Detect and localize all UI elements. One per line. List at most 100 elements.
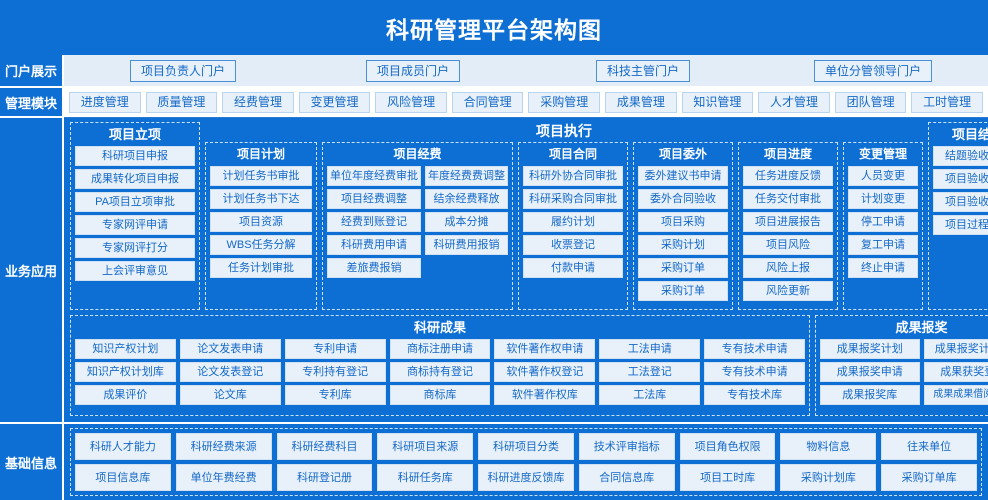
tile-专利持有登记[interactable]: 专利持有登记 [284, 362, 386, 382]
tile-成果转化项目申报[interactable]: 成果转化项目申报 [75, 169, 195, 189]
tile-项目验收成果[interactable]: 项目验收成果 [933, 192, 988, 212]
tile-项目经费调整[interactable]: 项目经费调整 [327, 189, 421, 209]
tile-技术评审指标[interactable]: 技术评审指标 [578, 433, 675, 460]
tile-专有技术申请[interactable]: 专有技术申请 [704, 362, 806, 382]
tile-结余经费释放[interactable]: 结余经费释放 [425, 189, 508, 209]
tile-科研费用申请[interactable]: 科研费用申请 [327, 235, 421, 255]
tile-科研人才能力[interactable]: 科研人才能力 [75, 433, 171, 460]
tile-项目工时库[interactable]: 项目工时库 [679, 464, 776, 491]
tile-成果评价[interactable]: 成果评价 [75, 385, 176, 405]
module-button-风险管理[interactable]: 风险管理 [375, 92, 447, 113]
portal-button-科技主管门户[interactable]: 科技主管门户 [595, 59, 690, 82]
tile-采购计划库[interactable]: 采购计划库 [780, 464, 877, 491]
tile-收票登记[interactable]: 收票登记 [523, 235, 623, 255]
tile-成本分摊[interactable]: 成本分摊 [425, 212, 508, 232]
module-button-人才管理[interactable]: 人才管理 [758, 92, 830, 113]
tile-委外建议书申请[interactable]: 委外建议书申请 [638, 166, 728, 186]
tile-WBS任务分解[interactable]: WBS任务分解 [210, 235, 312, 255]
tile-项目资源[interactable]: 项目资源 [210, 212, 312, 232]
module-button-成果管理[interactable]: 成果管理 [605, 92, 677, 113]
tile-科研经费来源[interactable]: 科研经费来源 [175, 433, 272, 460]
tile-工法登记[interactable]: 工法登记 [599, 362, 701, 382]
tile-风险上报[interactable]: 风险上报 [743, 258, 833, 278]
tile-上会评审意见[interactable]: 上会评审意见 [75, 261, 195, 281]
tile-往来单位[interactable]: 往来单位 [881, 433, 978, 460]
module-button-工时管理[interactable]: 工时管理 [911, 92, 983, 113]
tile-项目验收意见[interactable]: 项目验收意见 [933, 169, 988, 189]
tile-科研登记册[interactable]: 科研登记册 [276, 464, 373, 491]
tile-论文发表登记[interactable]: 论文发表登记 [179, 362, 281, 382]
tile-项目过程文件[interactable]: 项目过程文件 [933, 215, 988, 235]
tile-任务进度反馈[interactable]: 任务进度反馈 [743, 166, 833, 186]
tile-计划变更[interactable]: 计划变更 [848, 189, 918, 209]
tile-科研项目来源[interactable]: 科研项目来源 [377, 433, 474, 460]
tile-项目采购[interactable]: 项目采购 [638, 212, 728, 232]
tile-专利库[interactable]: 专利库 [284, 385, 386, 405]
tile-知识产权计划[interactable]: 知识产权计划 [75, 339, 176, 359]
tile-成果报奖申请[interactable]: 成果报奖申请 [820, 362, 920, 382]
tile-风险更新[interactable]: 风险更新 [743, 281, 833, 301]
tile-商标持有登记[interactable]: 商标持有登记 [389, 362, 491, 382]
tile-PA项目立项审批[interactable]: PA项目立项审批 [75, 192, 195, 212]
tile-成果报奖库[interactable]: 成果报奖库 [820, 385, 920, 405]
tile-论文库[interactable]: 论文库 [179, 385, 281, 405]
tile-科研任务库[interactable]: 科研任务库 [377, 464, 474, 491]
tile-采购订单[interactable]: 采购订单 [638, 281, 728, 301]
tile-付款申请[interactable]: 付款申请 [523, 258, 623, 278]
tile-单位年费经费[interactable]: 单位年费经费 [175, 464, 272, 491]
tile-工法库[interactable]: 工法库 [599, 385, 701, 405]
tile-科研项目分类[interactable]: 科研项目分类 [478, 433, 574, 460]
tile-复工申请[interactable]: 复工申请 [848, 235, 918, 255]
tile-人员变更[interactable]: 人员变更 [848, 166, 918, 186]
tile-科研进度反馈库[interactable]: 科研进度反馈库 [478, 464, 574, 491]
portal-button-项目负责人门户[interactable]: 项目负责人门户 [129, 59, 236, 82]
tile-软件著作权库[interactable]: 软件著作权库 [494, 385, 596, 405]
tile-商标注册申请[interactable]: 商标注册申请 [389, 339, 491, 359]
module-button-知识管理[interactable]: 知识管理 [681, 92, 754, 113]
tile-商标库[interactable]: 商标库 [389, 385, 491, 405]
tile-成果报奖计划[interactable]: 成果报奖计划 [820, 339, 920, 359]
tile-科研费用报销[interactable]: 科研费用报销 [425, 235, 508, 255]
tile-计划任务书审批[interactable]: 计划任务书审批 [210, 166, 312, 186]
tile-项目风险[interactable]: 项目风险 [743, 235, 833, 255]
module-button-质量管理[interactable]: 质量管理 [145, 92, 218, 113]
module-button-采购管理[interactable]: 采购管理 [528, 92, 601, 113]
tile-成果报奖计划库[interactable]: 成果报奖计划库 [923, 339, 988, 359]
tile-年度经费费调整[interactable]: 年度经费费调整 [425, 166, 508, 186]
tile-差旅费报销[interactable]: 差旅费报销 [327, 258, 421, 278]
tile-计划任务书下达[interactable]: 计划任务书下达 [210, 189, 312, 209]
tile-论文发表申请[interactable]: 论文发表申请 [179, 339, 281, 359]
tile-专家网评打分[interactable]: 专家网评打分 [75, 238, 195, 258]
tile-项目信息库[interactable]: 项目信息库 [75, 464, 171, 491]
tile-经费到账登记[interactable]: 经费到账登记 [327, 212, 421, 232]
tile-项目角色权限[interactable]: 项目角色权限 [679, 433, 776, 460]
tile-软件著作权申请[interactable]: 软件著作权申请 [494, 339, 596, 359]
tile-采购订单[interactable]: 采购订单 [638, 258, 728, 278]
tile-履约计划[interactable]: 履约计划 [523, 212, 623, 232]
tile-终止申请[interactable]: 终止申请 [848, 258, 918, 278]
module-button-变更管理[interactable]: 变更管理 [298, 92, 371, 113]
tile-任务计划审批[interactable]: 任务计划审批 [210, 258, 312, 278]
tile-专利申请[interactable]: 专利申请 [284, 339, 386, 359]
tile-任务交付审批[interactable]: 任务交付审批 [743, 189, 833, 209]
module-button-团队管理[interactable]: 团队管理 [834, 92, 907, 113]
tile-委外合同验收[interactable]: 委外合同验收 [638, 189, 728, 209]
tile-专有技术申请[interactable]: 专有技术申请 [704, 339, 806, 359]
tile-成果获奖登记[interactable]: 成果获奖登记 [923, 362, 988, 382]
tile-科研项目申报[interactable]: 科研项目申报 [75, 146, 195, 166]
tile-专家网评申请[interactable]: 专家网评申请 [75, 215, 195, 235]
portal-button-项目成员门户[interactable]: 项目成员门户 [365, 59, 460, 82]
module-button-进度管理[interactable]: 进度管理 [69, 92, 141, 113]
tile-成果成果借阅申请[interactable]: 成果成果借阅申请 [923, 385, 988, 405]
tile-科研经费科目[interactable]: 科研经费科目 [276, 433, 373, 460]
tile-结题验收申请[interactable]: 结题验收申请 [933, 146, 988, 166]
tile-软件著作权登记[interactable]: 软件著作权登记 [494, 362, 596, 382]
tile-停工申请[interactable]: 停工申请 [848, 212, 918, 232]
module-button-合同管理[interactable]: 合同管理 [451, 92, 524, 113]
tile-科研采购合同审批[interactable]: 科研采购合同审批 [523, 189, 623, 209]
tile-工法申请[interactable]: 工法申请 [599, 339, 701, 359]
tile-专有技术库[interactable]: 专有技术库 [704, 385, 806, 405]
tile-物料信息[interactable]: 物料信息 [780, 433, 877, 460]
tile-知识产权计划库[interactable]: 知识产权计划库 [75, 362, 176, 382]
tile-合同信息库[interactable]: 合同信息库 [578, 464, 675, 491]
